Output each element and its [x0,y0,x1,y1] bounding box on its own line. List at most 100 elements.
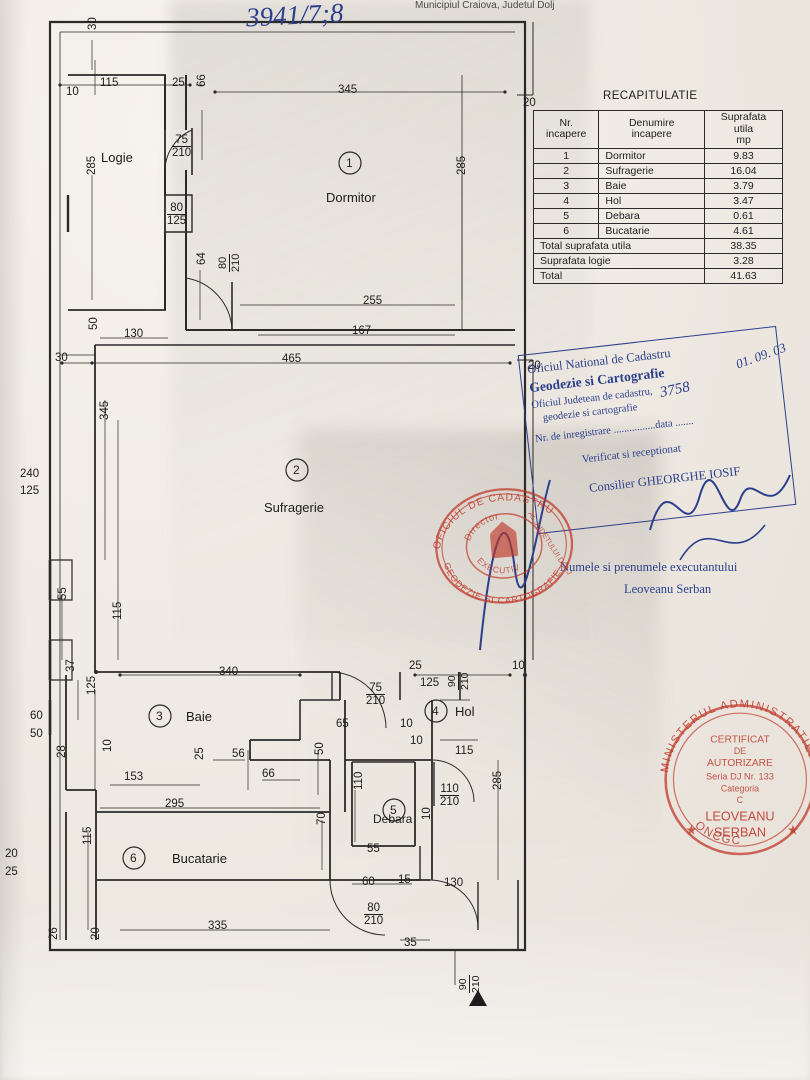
dim-167: 167 [352,325,372,337]
dim-50-c: 50 [314,742,326,755]
dim-20-l: 20 [5,848,18,860]
door-label-110-210: 110 210 [440,783,460,808]
cell-name: Debara [598,207,706,224]
star-icon: ★ [787,822,799,837]
door-height: 210 [364,914,384,927]
table-row: 5 Debara 0.61 [532,207,783,224]
dim-285-c: 285 [492,770,504,790]
dim-125: 125 [20,485,40,497]
dim-28: 28 [56,745,68,758]
dim-66: 66 [262,768,275,780]
executant-name: Leoveanu Serban [624,582,712,596]
paper-shadow-center [300,430,660,850]
table-total-row: Suprafata logie 3.28 [532,252,783,269]
dim-255: 255 [363,295,383,307]
cell-nr: 5 [532,207,600,224]
room-label-bucatarie: Bucatarie [172,851,227,866]
room-label-baie: Baie [186,709,213,724]
room-number-5: 5 [390,803,397,817]
room-number-2: 2 [293,463,300,477]
door-width: 75 [369,682,382,694]
window-height: 125 [167,214,187,227]
cell-nr: 4 [532,192,600,209]
cell-nr: 6 [532,222,600,239]
dim-70: 70 [316,812,328,825]
door-width: 75 [175,134,188,146]
cell-area: 4.61 [704,222,783,239]
dim-10-mid: 10 [512,660,525,672]
door-height: 210 [440,795,460,808]
dim-115-b: 115 [82,826,94,845]
door-label-80-210-a: 80 210 [217,253,242,272]
total-label: Suprafata logie [532,252,706,269]
dim-top-345: 345 [338,84,358,96]
col-header-nr: Nr. incapere [532,110,600,149]
cell-name: Sufragerie [598,162,706,179]
room-number-1: 1 [346,156,353,170]
door-height: 210 [458,672,471,690]
stamp2-l6: C [737,795,744,805]
north-arrow-icon [469,990,487,1006]
door-height: 210 [469,975,482,993]
cell-nr: 2 [532,162,600,179]
dim-115-c: 115 [455,745,474,757]
cell-nr: 1 [532,147,600,164]
total-label: Total [532,267,706,284]
dim-top-10: 10 [66,86,79,98]
dim-26: 26 [48,927,60,940]
dim-10-c: 10 [400,718,413,730]
cell-name: Baie [598,177,706,194]
dim-153: 153 [124,771,144,783]
signature-scribble-2 [479,479,551,651]
dim-340: 340 [219,666,239,678]
cell-area: 3.47 [704,192,783,209]
dim-130: 130 [124,328,144,340]
dim-25-mid: 25 [409,660,422,672]
col-sup-line1: Suprafata [720,111,767,123]
total-label: Total suprafata utila [532,237,706,254]
cell-area: 0.61 [704,207,783,224]
room-label-dormitor: Dormitor [326,190,376,205]
dim-25-l: 25 [5,866,18,878]
recap-title: RECAPITULATIE [603,90,698,102]
dim-65: 65 [336,718,349,730]
table-row: 6 Bucatarie 4.61 [532,222,783,239]
star-icon: ★ [685,822,697,837]
dim-64: 64 [196,252,208,265]
door-label-80-210-b: 80 210 [364,902,384,927]
door-width: 80 [367,902,380,914]
dim-55-b: 55 [367,843,380,855]
dim-60: 60 [30,710,43,722]
round-stamp-autorizare: MINISTERUL ADMINISTRATIEI ONCGC CERTIFIC… [659,698,810,856]
dim-55: 55 [57,587,69,600]
table-total-row: Total 41.63 [532,267,783,284]
col-header-suprafata: Suprafata utila mp [704,110,783,149]
paper-shadow-upper [170,0,590,640]
dim-20-mid: 20 [528,360,541,372]
total-value: 41.63 [704,267,783,284]
dim-15: 15 [398,874,411,886]
dim-125-mid: 125 [420,677,440,689]
col-sup-line3: mp [736,134,751,147]
total-value: 38.35 [704,237,783,254]
cell-nr: 3 [532,177,600,194]
signature-scribble [649,474,791,561]
dim-left-285-b: 285 [456,155,468,175]
cell-area: 16.04 [704,162,783,179]
table-row: 1 Dormitor 9.83 [532,147,783,164]
dim-top-25: 25 [172,77,185,89]
window-label-80-125: 80 125 [167,202,187,227]
table-row: 2 Sufragerie 16.04 [532,162,783,179]
door-label-90-210-b: 90 210 [457,975,482,993]
room-label-hol: Hol [455,704,475,719]
door-label-90-210-a: 90 210 [446,672,471,690]
col-den-line1: Denumire [628,116,675,129]
dim-25-c: 25 [194,747,206,760]
cell-name: Bucatarie [598,222,706,239]
cell-area: 9.83 [704,147,783,164]
table-header-row: Nr. incapere Denumire incapere Suprafata… [532,110,783,149]
cell-name: Dormitor [598,147,706,164]
stamp2-l1: CERTIFICAT [710,735,770,746]
door-height: 210 [172,146,192,159]
stamp2-l3: AUTORIZARE [707,758,773,769]
